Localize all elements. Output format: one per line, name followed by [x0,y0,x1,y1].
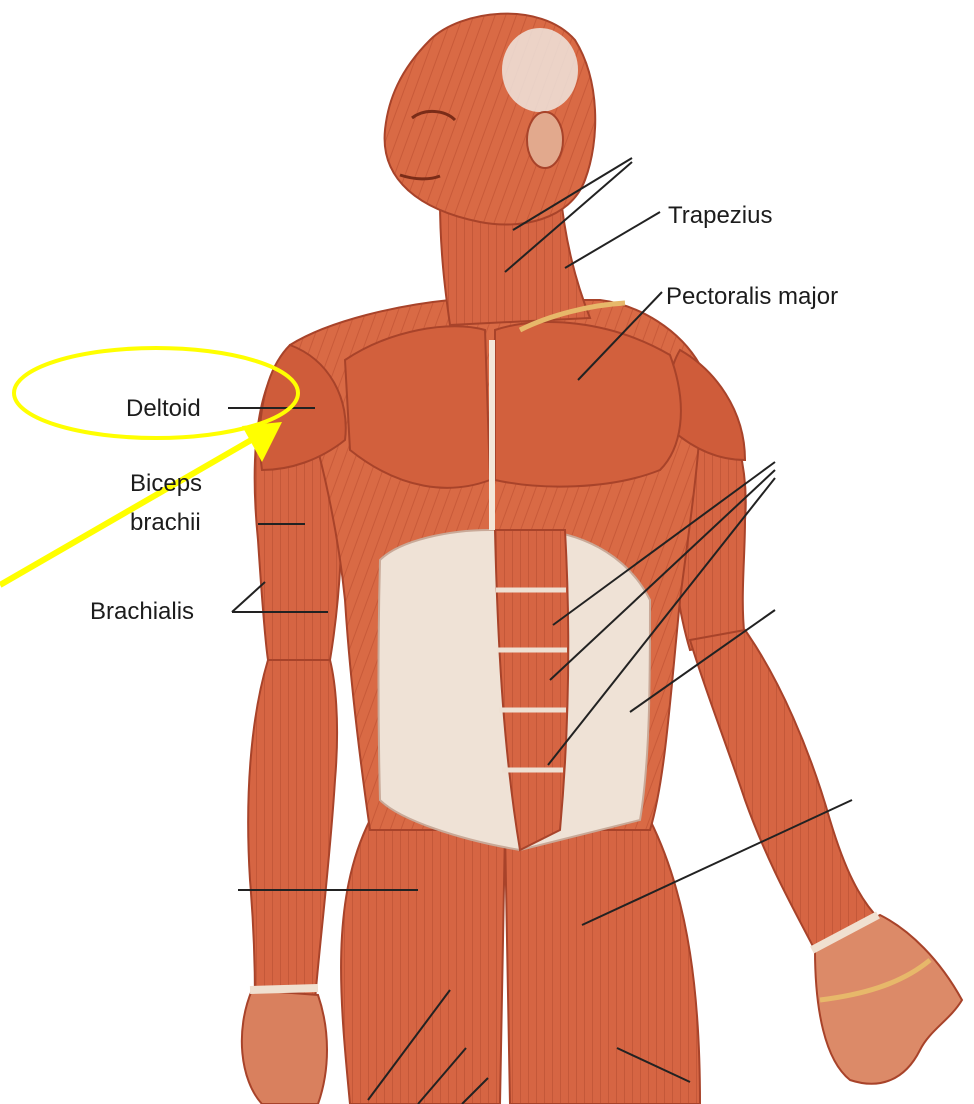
label-biceps-line2: brachii [130,510,201,536]
right-thigh [505,820,700,1104]
highlight-arrow-shaft [0,428,272,585]
ear [527,112,563,168]
highlight-annotation [0,348,298,585]
left-hand [242,990,327,1104]
right-forearm [690,630,880,960]
label-pectoralis-major: Pectoralis major [666,284,838,310]
left-forearm [248,660,337,1000]
label-trapezius: Trapezius [668,203,772,229]
label-deltoid: Deltoid [126,396,201,422]
right-pectoral [495,322,681,487]
left-wrist-band [250,988,318,990]
left-thigh [341,820,505,1104]
label-biceps-line1: Biceps [130,471,202,497]
head-top-tendon [502,28,578,112]
leader-line-brachialis-1 [232,582,265,612]
label-brachialis: Brachialis [90,599,194,625]
leader-line-trapezius [565,212,660,268]
highlight-ellipse [14,348,298,438]
